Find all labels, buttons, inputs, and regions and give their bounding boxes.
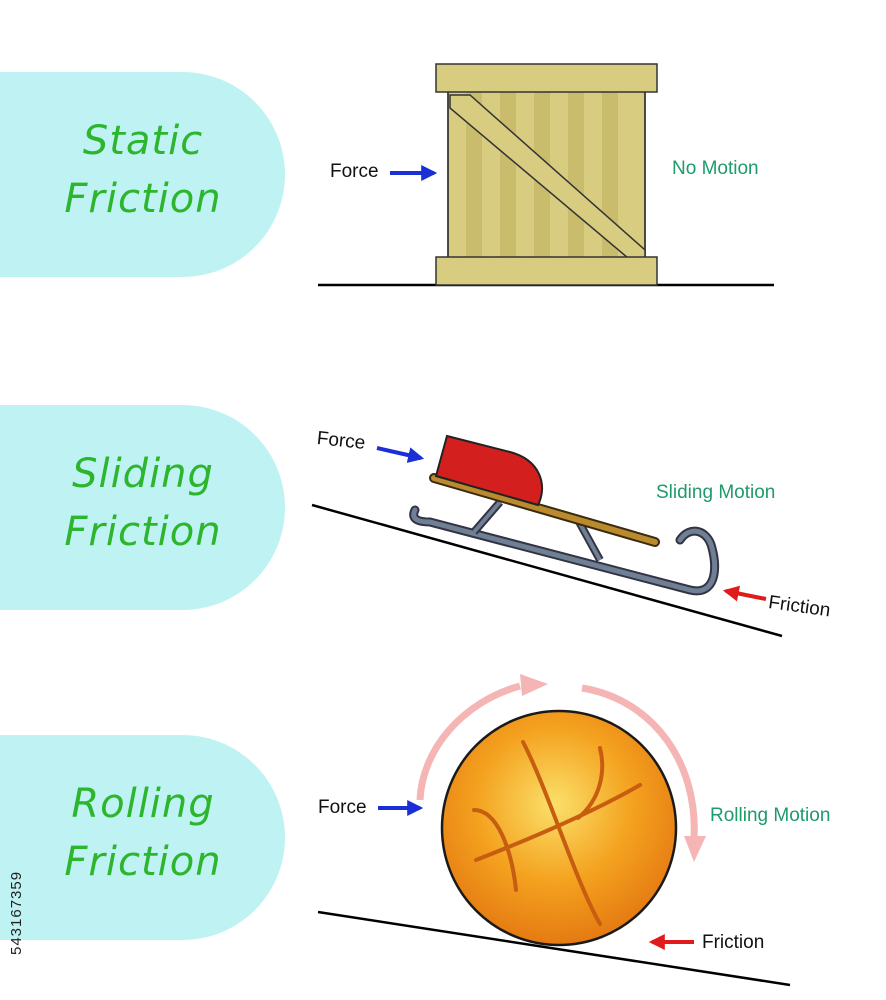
slope-line — [311, 503, 783, 638]
static-force-label: Force — [330, 161, 379, 182]
sliding-scene — [311, 434, 783, 638]
title-line-2: Friction — [64, 176, 222, 222]
title-line-2: Friction — [64, 509, 222, 555]
static-friction-title: Static Friction — [18, 112, 268, 228]
rolling-friction-title: Rolling Friction — [18, 775, 268, 891]
static-motion-label: No Motion — [672, 158, 759, 179]
title-line-1: Sliding — [72, 451, 214, 497]
sled — [409, 434, 720, 596]
rolling-motion-label: Rolling Motion — [710, 805, 831, 826]
basketball — [440, 709, 678, 947]
stock-id-watermark: 543167359 — [8, 870, 25, 955]
sliding-friction-tab: Sliding Friction — [0, 405, 285, 610]
force-arrow — [376, 446, 425, 463]
sliding-motion-label: Sliding Motion — [656, 482, 776, 503]
rolling-scene — [317, 674, 791, 987]
sliding-friction-title: Sliding Friction — [18, 445, 268, 561]
static-friction-tab: Static Friction — [0, 72, 285, 277]
rolling-force-label: Force — [318, 797, 367, 818]
friction-arrow — [722, 585, 767, 602]
title-line-2: Friction — [64, 839, 222, 885]
static-scene — [318, 63, 774, 287]
crate — [435, 63, 658, 286]
rolling-friction-label: Friction — [702, 932, 765, 953]
slope-line — [317, 910, 791, 987]
rolling-friction-tab: Rolling Friction — [0, 735, 285, 940]
title-line-1: Static — [82, 118, 204, 164]
title-line-1: Rolling — [71, 781, 215, 827]
rolling-motion-arrow — [416, 674, 706, 862]
